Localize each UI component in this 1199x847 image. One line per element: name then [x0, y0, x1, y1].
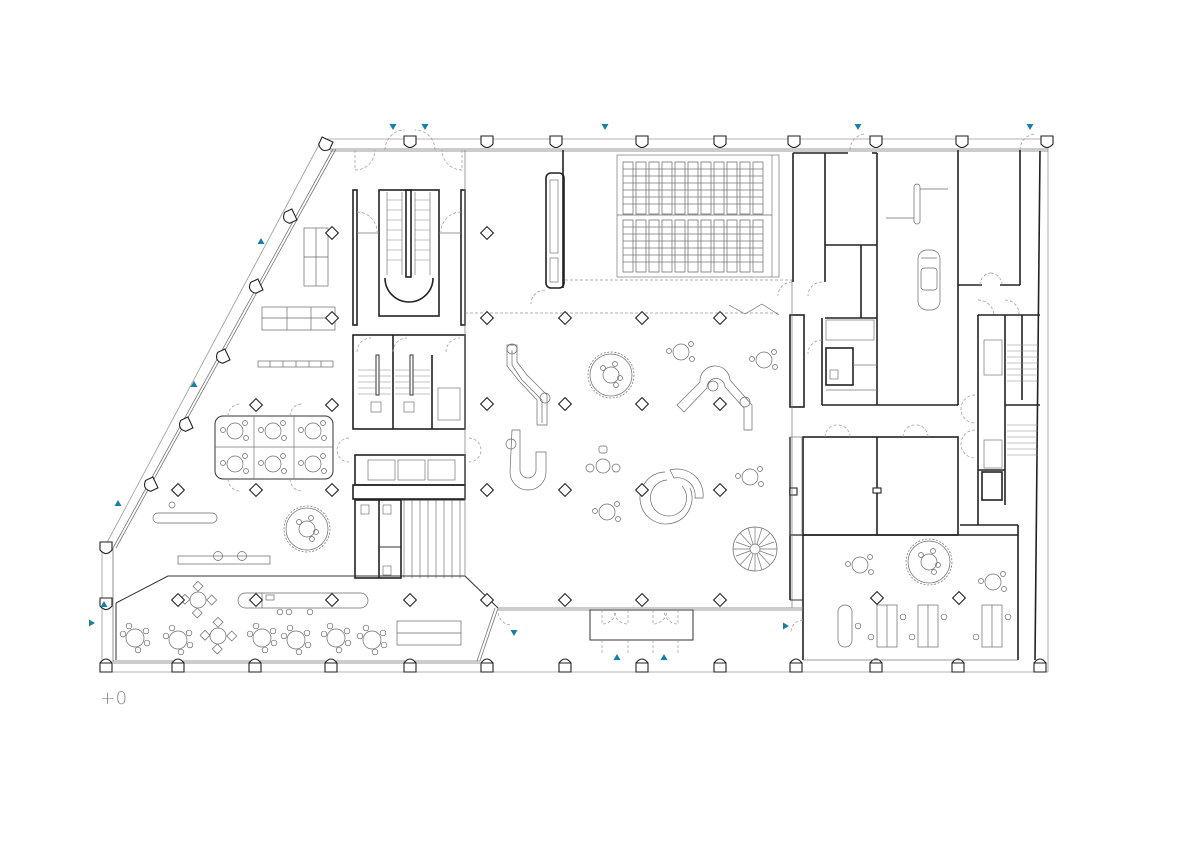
south-vestibule	[497, 607, 804, 654]
east-meeting-rooms	[789, 424, 1018, 600]
loading-bay	[877, 150, 1021, 406]
east-service-block	[789, 152, 878, 408]
east-study-area	[802, 535, 1018, 661]
escalator-core	[352, 189, 466, 326]
circular-bench	[639, 468, 704, 525]
auditorium-seats	[622, 161, 764, 273]
entrance-markers	[89, 124, 1034, 660]
north-doors	[354, 129, 1037, 171]
central-hall	[505, 341, 778, 572]
level-label: +0	[100, 688, 128, 709]
west-wing	[115, 227, 499, 662]
lounge-round-table	[585, 445, 621, 474]
lift-lobby	[336, 437, 482, 500]
east-stair-core	[960, 299, 1040, 660]
spiral-stair	[732, 526, 778, 572]
hall-walls	[464, 150, 803, 608]
car-icon	[917, 249, 941, 311]
twin-stair-cores	[352, 334, 466, 430]
facade-piers	[99, 135, 1054, 673]
wc-block-west	[354, 499, 465, 579]
auditorium	[465, 150, 793, 316]
